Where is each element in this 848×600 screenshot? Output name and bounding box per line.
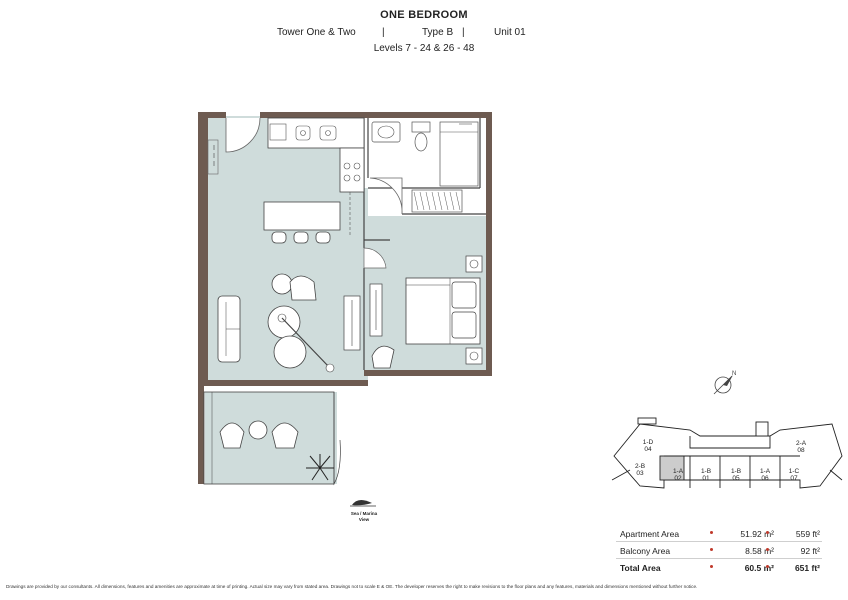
kitchen-island	[263, 201, 341, 231]
svg-text:2-B: 2-B	[635, 463, 645, 470]
area-table: Apartment Area 51.92 m² 559 ft² Balcony …	[616, 525, 822, 575]
svg-text:06: 06	[761, 475, 769, 482]
compass-icon	[713, 375, 733, 395]
svg-text:03: 03	[636, 470, 644, 477]
west-wall	[198, 112, 208, 384]
separator-2: |	[462, 27, 465, 38]
area-row-total: Total Area 60.5 m² 651 ft²	[620, 563, 820, 573]
area-row-apartment: Apartment Area 51.92 m² 559 ft²	[616, 525, 822, 542]
svg-text:1-B: 1-B	[731, 468, 741, 475]
north-wall	[260, 112, 492, 118]
south-wall-bedroom	[364, 370, 492, 376]
page-title: ONE BEDROOM	[380, 9, 468, 21]
unit-label: Unit 01	[494, 27, 526, 38]
balcony-wall	[198, 386, 204, 484]
svg-text:1-A: 1-A	[673, 468, 684, 475]
svg-text:08: 08	[797, 447, 805, 454]
svg-text:04: 04	[644, 446, 652, 453]
area-row-balcony: Balcony Area 8.58 m² 92 ft²	[616, 542, 822, 559]
separator-1: |	[382, 27, 385, 38]
svg-text:05: 05	[732, 475, 740, 482]
svg-text:1-A: 1-A	[760, 468, 771, 475]
view-icon	[350, 499, 376, 507]
svg-text:1-D: 1-D	[643, 439, 654, 446]
tower-label: Tower One & Two	[277, 27, 356, 38]
svg-text:2-A: 2-A	[796, 440, 807, 447]
keyplan	[611, 417, 843, 489]
type-label: Type B	[422, 27, 454, 38]
east-wall	[486, 112, 492, 376]
south-wall-living	[198, 380, 368, 386]
levels-label: Levels 7 - 24 & 26 - 48	[373, 43, 475, 54]
svg-text:02: 02	[674, 475, 682, 482]
svg-text:1-B: 1-B	[701, 468, 711, 475]
wardrobe	[411, 189, 463, 213]
compass-north-label: N	[732, 371, 736, 377]
kitchen-counter	[267, 117, 365, 149]
svg-text:07: 07	[790, 475, 798, 482]
svg-text:01: 01	[702, 475, 710, 482]
disclaimer: Drawings are provided by our consultants…	[6, 584, 698, 589]
view-label: Sea / Marina View	[350, 511, 378, 522]
svg-text:1-C: 1-C	[789, 468, 800, 475]
coffee-table	[267, 305, 301, 339]
